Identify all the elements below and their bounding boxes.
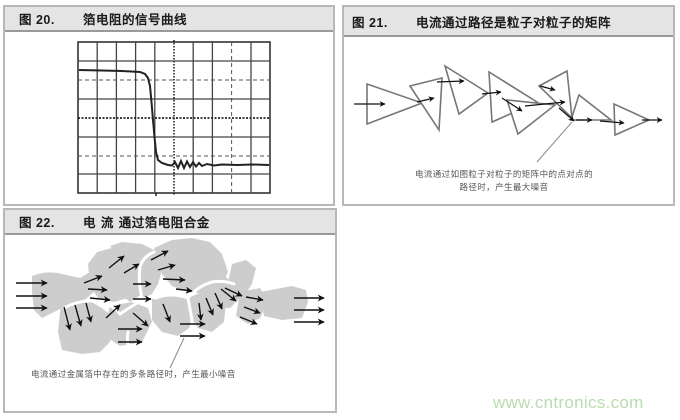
figure-22-header: 图 22. 电 流 通过箔电阻合金 [5, 210, 335, 235]
figure-22-title: 电 流 通过箔电阻合金 [83, 215, 210, 230]
figure-20-panel: 图 20. 箔电阻的信号曲线 [3, 5, 335, 206]
figure-21-title: 电流通过路径是粒子对粒子的矩阵 [416, 14, 612, 30]
figure-22-panel: 图 22. 电 流 通过箔电阻合金 [3, 208, 337, 413]
particle-matrix-diagram [354, 64, 663, 163]
figure-20-title: 箔电阻的信号曲线 [83, 12, 188, 27]
figure-20-header: 图 20. 箔电阻的信号曲线 [5, 7, 333, 32]
figure-21-panel: 图 21. 电流通过路径是粒子对粒子的矩阵 [342, 5, 675, 206]
figure-21-header: 图 21. 电流通过路径是粒子对粒子的矩阵 [344, 7, 673, 37]
figure-22-caption: 电流通过金属箔中存在的多条路径时，产生最小噪音 [31, 370, 236, 380]
figure-21-caption-line-2: 路径时，产生最大噪音 [459, 183, 549, 193]
figure-21-caption-line-1: 电流通过如图粒子对粒子的矩阵中的点对点的 [414, 170, 593, 180]
watermark: www.cntronics.com [493, 393, 644, 412]
foil-alloy-diagram [16, 238, 325, 369]
figure-20-number: 图 20. [19, 13, 55, 27]
figure-21-caption: 电流通过如图粒子对粒子的矩阵中的点对点的 路径时，产生最大噪音 [374, 169, 634, 195]
figure-22-number: 图 22. [19, 216, 55, 230]
oscilloscope-plot [77, 40, 271, 196]
figure-21-number: 图 21. [352, 15, 388, 30]
